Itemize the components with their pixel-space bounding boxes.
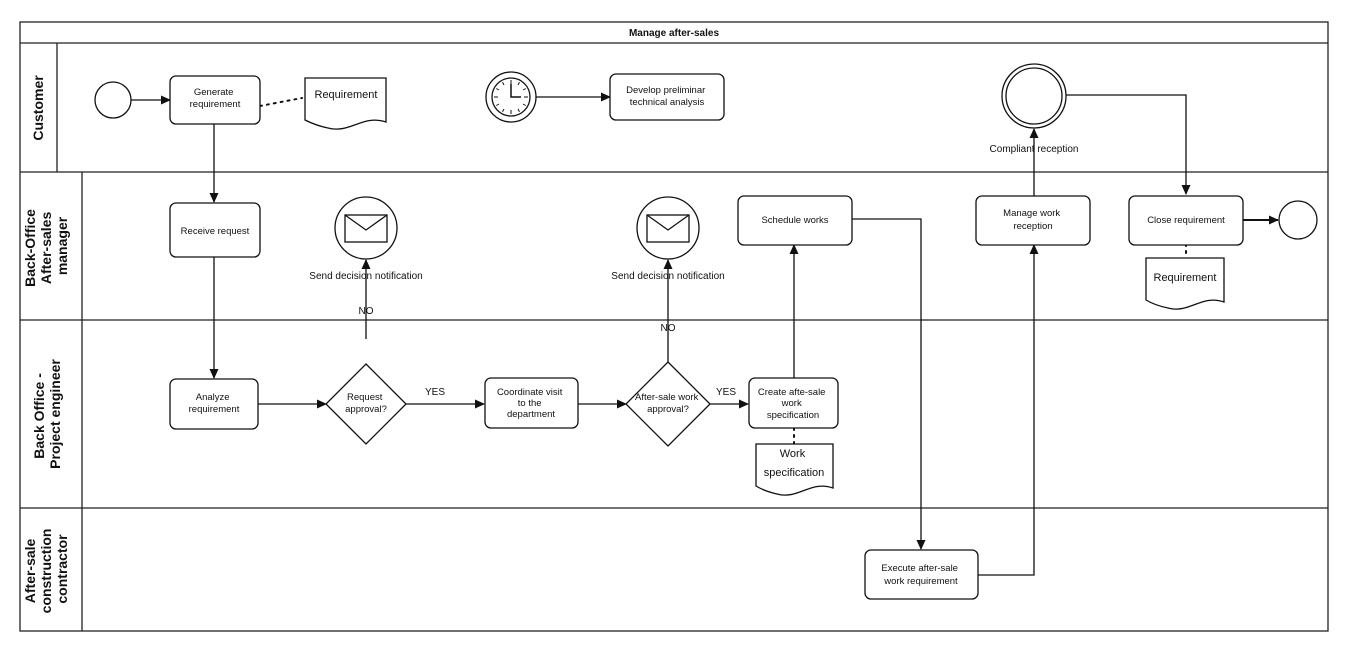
task-develop-analysis: Develop preliminar technical analysis: [609, 73, 725, 121]
envelope-icon: [646, 214, 690, 243]
label-no-2: NO: [661, 323, 676, 334]
pool: Manage after-sales: [19, 21, 1329, 632]
task-schedule-works: Schedule works: [737, 195, 853, 246]
association-generate-requirement-doc: [259, 97, 303, 107]
svg-text:Requirement: Requirement: [1154, 272, 1217, 284]
flow-reception-to-close: [1066, 94, 1191, 195]
compliant-reception-event: [1001, 63, 1067, 129]
flow-execute-to-manage: [978, 244, 1039, 576]
label-compliant-reception: Compliant reception: [990, 144, 1079, 155]
document-work-specification: Work specification: [755, 443, 834, 496]
svg-text:After-sale work approval: After-sale work approval?: [635, 392, 701, 415]
timer-event: [485, 71, 537, 123]
lane-title-customer: Customer: [30, 75, 46, 141]
start-event: [94, 81, 132, 119]
task-analyze-requirement: Analyze requirement: [169, 378, 259, 430]
label-send-decision-notification-1: Send decision notification: [309, 271, 422, 282]
lane-title-after-sales-manager: Back-Office After-sales manager: [22, 205, 70, 287]
label-send-decision-notification-2: Send decision notification: [611, 271, 724, 282]
associations: [259, 97, 1187, 445]
document-requirement-1: Requirement: [304, 77, 387, 130]
lane-title-project-engineer: Back Office - Project engineer: [31, 359, 63, 469]
task-create-specification: Create afte-sale work specification: [748, 377, 839, 429]
label-no-1: NO: [359, 306, 374, 317]
end-event: [1278, 200, 1318, 240]
gateway-work-approval: After-sale work approval?: [625, 361, 711, 447]
svg-text:Develop preliminar techn: Develop preliminar technical analysis: [626, 85, 708, 108]
lane-title-contractor: After-sale construction contractor: [22, 525, 70, 614]
notification-event-1: [334, 196, 398, 260]
svg-text:Requirement: Requirement: [315, 89, 378, 101]
envelope-icon: [344, 214, 388, 243]
task-execute-requirement: Execute after-sale work requirement: [864, 549, 979, 600]
label-yes-1: YES: [425, 387, 445, 398]
flow-schedule-to-execute: [852, 218, 926, 550]
svg-text:Execute after-sale work: Execute after-sale work requirement: [881, 563, 960, 587]
gateway-request-approval: Request approval?: [325, 363, 407, 445]
label-yes-2: YES: [716, 387, 736, 398]
notification-event-2: [636, 196, 700, 260]
svg-text:Manage work reception: Manage work reception: [1003, 208, 1063, 232]
svg-text:Receive request: Receive request: [181, 226, 250, 237]
pool-title: Manage after-sales: [629, 28, 719, 39]
task-close-requirement: Close requirement: [1128, 195, 1244, 246]
task-generate-requirement: Generate requirement: [169, 75, 261, 125]
svg-text:Create afte-sale work: Create afte-sale work specification: [758, 387, 828, 421]
svg-text:Close requirement: Close requirement: [1147, 215, 1225, 226]
svg-text:Schedule works: Schedule works: [761, 215, 828, 226]
svg-text:Request approval?: Request approval?: [345, 392, 387, 415]
task-coordinate-visit: Coordinate visit to the department: [484, 377, 579, 429]
task-manage-reception: Manage work reception: [975, 195, 1091, 246]
sequence-flows: [131, 92, 1279, 576]
document-requirement-2: Requirement: [1145, 257, 1225, 310]
svg-text:Work specification: Work specification: [764, 448, 825, 479]
svg-text:Coordinate visit to the: Coordinate visit to the department: [497, 387, 565, 420]
svg-text:Generate requirement: Generate requirement: [190, 87, 241, 110]
task-receive-request: Receive request: [169, 202, 261, 258]
svg-text:Analyze requirement: Analyze requirement: [189, 392, 240, 415]
